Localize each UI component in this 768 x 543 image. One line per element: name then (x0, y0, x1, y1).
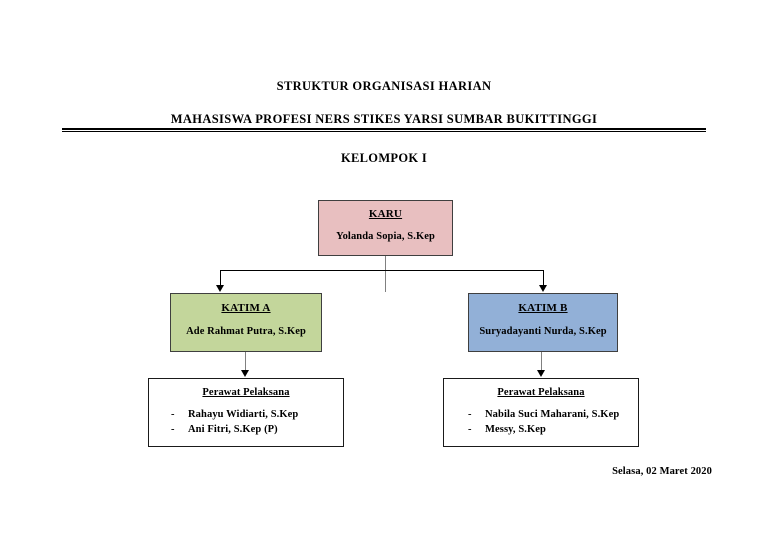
node-staff-team-a: Perawat Pelaksana - Rahayu Widiarti, S.K… (148, 378, 344, 447)
staff-member-name: Rahayu Widiarti, S.Kep (188, 409, 299, 420)
arrowhead-to-staff-a (241, 370, 249, 377)
node-katim-a: KATIM A Ade Rahmat Putra, S.Kep (170, 293, 322, 352)
list-item: - Ani Fitri, S.Kep (P) (149, 422, 343, 437)
header-divider-thin-rule (62, 131, 706, 132)
list-item: - Nabila Suci Maharani, S.Kep (444, 407, 638, 422)
connector-horizontal-bus (220, 270, 544, 272)
staff-team-b-list: - Nabila Suci Maharani, S.Kep - Messy, S… (444, 407, 638, 437)
staff-team-b-heading: Perawat Pelaksana (497, 387, 585, 398)
connector-drop-to-katim-a (220, 270, 222, 286)
staff-member-name: Nabila Suci Maharani, S.Kep (485, 409, 620, 420)
node-katim-a-role: KATIM A (221, 302, 271, 314)
staff-team-a-list: - Rahayu Widiarti, S.Kep - Ani Fitri, S.… (149, 407, 343, 437)
bullet-dash: - (171, 424, 175, 435)
connector-karu-stem (385, 256, 387, 292)
connector-katim-a-to-staff (245, 352, 247, 371)
document-header: STRUKTUR ORGANISASI HARIAN MAHASISWA PRO… (0, 78, 768, 127)
node-karu-name: Yolanda Sopia, S.Kep (336, 231, 435, 242)
arrowhead-to-katim-a (216, 285, 224, 292)
staff-member-name: Ani Fitri, S.Kep (P) (188, 424, 278, 435)
list-item: - Rahayu Widiarti, S.Kep (149, 407, 343, 422)
staff-member-name: Messy, S.Kep (485, 424, 546, 435)
node-katim-b-name: Suryadayanti Nurda, S.Kep (479, 326, 607, 337)
header-divider (62, 128, 706, 132)
node-katim-a-name: Ade Rahmat Putra, S.Kep (186, 326, 306, 337)
node-katim-b-role: KATIM B (518, 302, 568, 314)
document-date: Selasa, 02 Maret 2020 (612, 466, 712, 477)
connector-drop-to-katim-b (543, 270, 545, 286)
node-karu-role: KARU (368, 208, 403, 220)
arrowhead-to-staff-b (537, 370, 545, 377)
connector-katim-b-to-staff (541, 352, 543, 371)
page-title-line-2: MAHASISWA PROFESI NERS STIKES YARSI SUMB… (170, 112, 598, 126)
header-divider-thick-rule (62, 128, 706, 130)
page-title-line-1: STRUKTUR ORGANISASI HARIAN (276, 79, 492, 93)
node-karu: KARU Yolanda Sopia, S.Kep (318, 200, 453, 256)
node-katim-b: KATIM B Suryadayanti Nurda, S.Kep (468, 293, 618, 352)
bullet-dash: - (468, 409, 472, 420)
group-subtitle: KELOMPOK I (341, 151, 427, 165)
node-staff-team-b: Perawat Pelaksana - Nabila Suci Maharani… (443, 378, 639, 447)
staff-team-a-heading: Perawat Pelaksana (202, 387, 290, 398)
list-item: - Messy, S.Kep (444, 422, 638, 437)
bullet-dash: - (468, 424, 472, 435)
arrowhead-to-katim-b (539, 285, 547, 292)
bullet-dash: - (171, 409, 175, 420)
